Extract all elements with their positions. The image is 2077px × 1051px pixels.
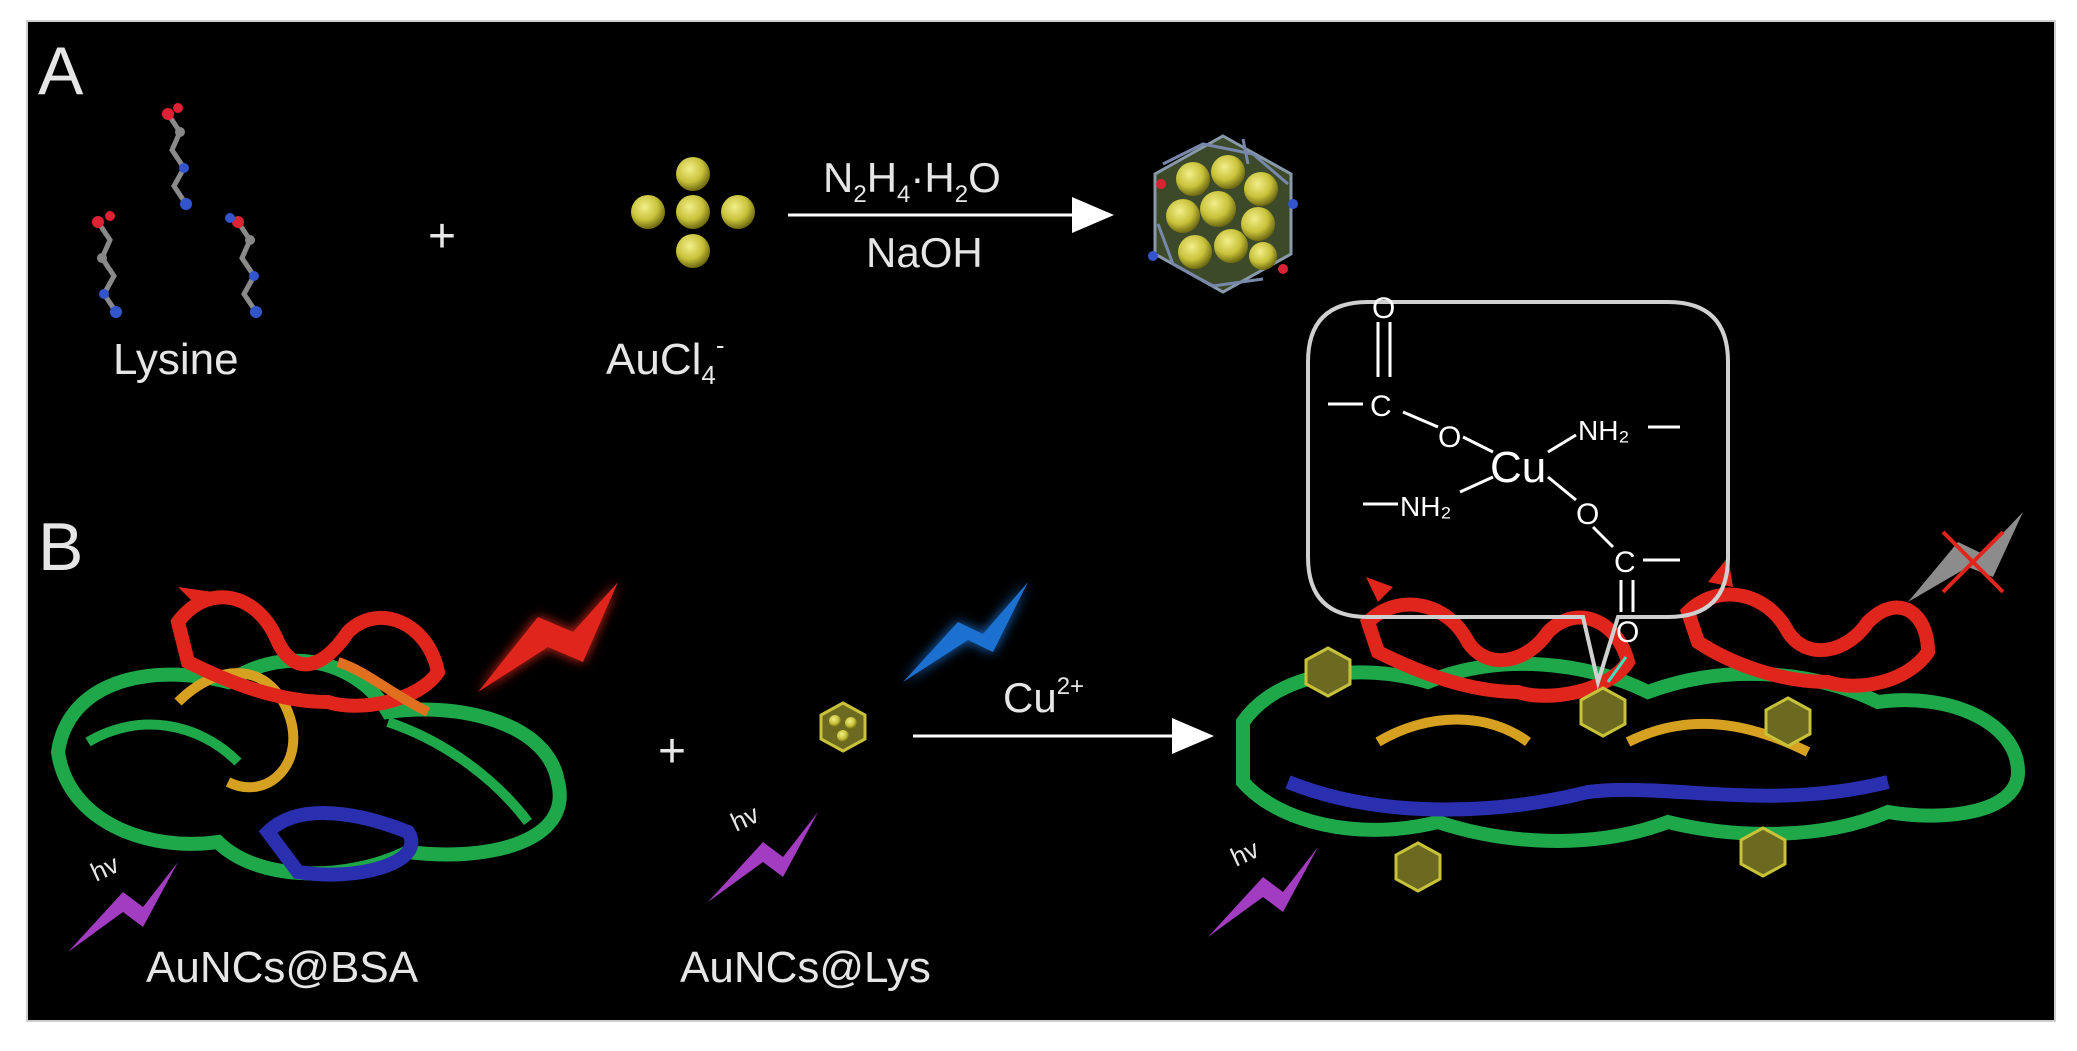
gold-nanocluster-icon — [1579, 686, 1627, 738]
blue-emission-bolt-icon — [903, 582, 1028, 682]
complex-oxygen-bottom: O — [1616, 616, 1639, 649]
gold-ion-cluster-icon — [631, 157, 755, 268]
figure-panel: A Lysine + AuCl4- N2H4·H2O NaOH — [26, 20, 2056, 1022]
complex-copper-center: Cu — [1490, 443, 1546, 492]
lysine-molecule-icon — [92, 211, 122, 318]
plus-sign: + — [658, 725, 686, 778]
violet-excitation-bolt-icon — [1208, 847, 1318, 937]
gold-nanocluster-icon — [1394, 841, 1442, 893]
aggregated-complex-icon — [1236, 557, 2026, 848]
reagent-naoh: NaOH — [866, 229, 983, 276]
aucl4-label: AuCl4- — [606, 330, 725, 390]
complex-carbon: C — [1370, 390, 1392, 423]
complex-oxygen-right: O — [1576, 498, 1599, 531]
complex-nh2-right: NH₂ — [1578, 415, 1629, 446]
plus-sign: + — [428, 210, 456, 263]
panel-a-letter: A — [38, 33, 84, 109]
violet-excitation-bolt-icon — [708, 812, 818, 902]
gold-nanocluster-icon — [1764, 696, 1812, 748]
scheme-svg: A Lysine + AuCl4- N2H4·H2O NaOH — [38, 33, 2026, 992]
lysine-label: Lysine — [113, 335, 239, 384]
hv-label: hv — [726, 799, 764, 838]
hv-label: hv — [86, 849, 124, 888]
copper-ion-label: Cu2+ — [1003, 673, 1084, 721]
complex-carbon: C — [1614, 546, 1636, 579]
gold-nanocluster-icon — [1304, 646, 1352, 698]
bsa-protein-icon — [50, 587, 567, 882]
reagent-hydrazine: N2H4·H2O — [823, 154, 1001, 208]
gold-nanocluster-icon — [819, 701, 867, 753]
violet-excitation-bolt-icon — [68, 862, 178, 952]
hv-label: hv — [1226, 834, 1264, 873]
lysine-molecule-icon — [162, 103, 192, 210]
complex-nh2-left: NH₂ — [1400, 491, 1451, 522]
panel-b-letter: B — [38, 509, 83, 585]
complex-oxygen-left: O — [1438, 421, 1461, 454]
aunc-lys-label: AuNCs@Lys — [680, 943, 931, 992]
red-emission-bolt-icon — [478, 582, 618, 692]
coordination-callout — [1306, 300, 1730, 690]
quenched-emission-icon — [1908, 512, 2023, 602]
aunc-bsa-label: AuNCs@BSA — [146, 943, 419, 992]
complex-oxygen-top: O — [1372, 292, 1395, 325]
gold-nanocluster-icon — [1739, 826, 1787, 878]
lysine-molecule-icon — [225, 213, 262, 318]
gold-nanocluster-product-icon — [1148, 134, 1298, 294]
